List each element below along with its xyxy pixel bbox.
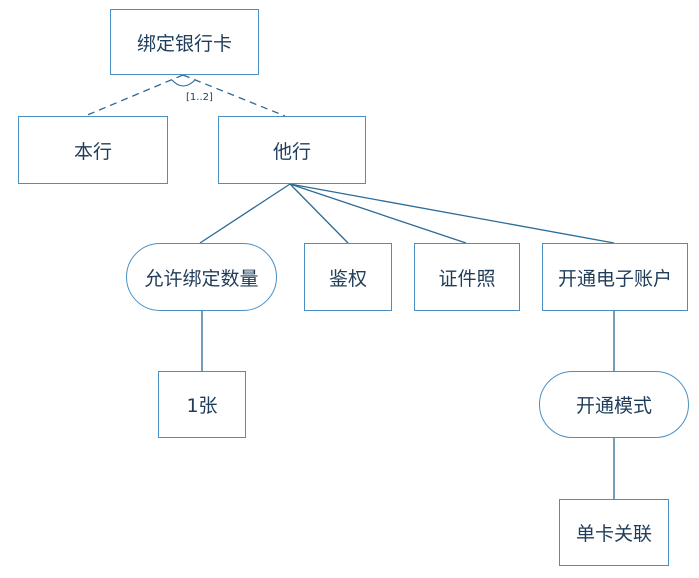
- edge-other-bank-auth: [289, 183, 349, 244]
- node-id-photo: 证件照: [414, 243, 520, 311]
- node-one-card: 1张: [158, 371, 246, 438]
- node-open-mode: 开通模式: [539, 371, 689, 438]
- node-allowed-bind-count: 允许绑定数量: [126, 243, 277, 311]
- edge-root-other-bank: [182, 74, 286, 117]
- multiplicity-label: [1..2]: [186, 92, 213, 103]
- node-own-bank: 本行: [18, 116, 168, 184]
- node-single-card-link: 单卡关联: [559, 499, 669, 566]
- edge-other-bank-allowed-count: [199, 183, 291, 244]
- node-authentication: 鉴权: [304, 243, 392, 311]
- edge-other-bank-id-photo: [289, 183, 467, 244]
- edge-root-own-bank: [84, 74, 184, 117]
- node-other-bank: 他行: [218, 116, 366, 184]
- multiplicity-arc: [171, 79, 196, 87]
- node-bind-bank-card: 绑定银行卡: [110, 9, 259, 75]
- node-open-e-account: 开通电子账户: [542, 243, 688, 311]
- edge-other-bank-open-eaccount: [289, 183, 615, 244]
